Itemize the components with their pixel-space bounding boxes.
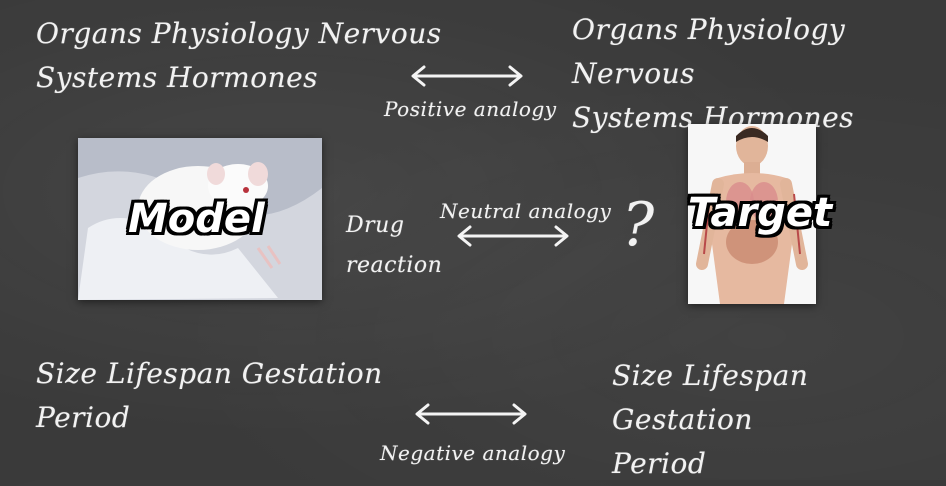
rat-illustration: [78, 138, 322, 300]
positive-double-arrow-icon: [411, 65, 523, 87]
drug-reaction-line2: reaction: [346, 253, 443, 278]
model-properties-top: Organs Physiology Nervous Systems Hormon…: [36, 12, 442, 100]
target-properties-top-line1: Organs Physiology Nervous: [572, 13, 846, 90]
model-properties-bottom-line2: Period: [36, 401, 131, 434]
target-properties-bottom-line1: Size Lifespan Gestation: [612, 359, 809, 436]
model-properties-bottom-line1: Size Lifespan Gestation: [36, 357, 383, 390]
human-anatomy-illustration: [688, 124, 816, 304]
drug-reaction-line1: Drug: [346, 213, 405, 238]
question-mark: ?: [622, 190, 655, 260]
target-label: Target: [688, 190, 833, 236]
negative-double-arrow-icon: [415, 403, 527, 425]
negative-analogy-label: Negative analogy: [380, 441, 566, 465]
drug-reaction-label: Drug reaction: [346, 206, 442, 286]
model-properties-bottom: Size Lifespan Gestation Period: [36, 352, 383, 440]
target-properties-top: Organs Physiology Nervous Systems Hormon…: [572, 8, 946, 140]
neutral-double-arrow-icon: [457, 225, 569, 247]
target-properties-bottom-line2: Period: [612, 447, 707, 480]
neutral-analogy-label: Neutral analogy: [440, 199, 612, 223]
model-properties-top-line1: Organs Physiology Nervous: [36, 17, 442, 50]
model-properties-top-line2: Systems Hormones: [36, 61, 319, 94]
model-label: Model: [128, 196, 265, 242]
positive-analogy-label: Positive analogy: [384, 97, 557, 121]
target-properties-bottom: Size Lifespan Gestation Period: [612, 354, 946, 486]
human-anatomy-photo: [688, 124, 816, 304]
rat-photo: [78, 138, 322, 300]
